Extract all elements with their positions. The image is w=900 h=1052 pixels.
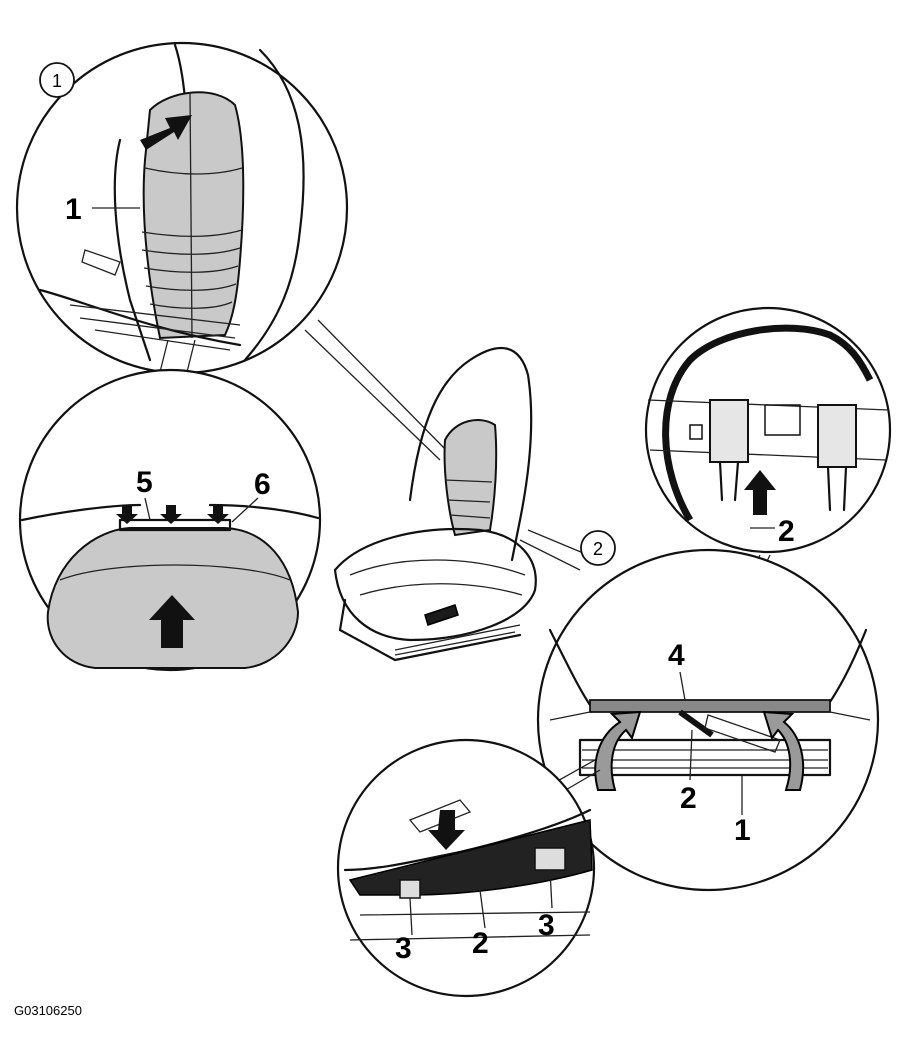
callout-5: 5 xyxy=(136,466,153,499)
detail-backrest-cushion: 1 1 xyxy=(15,41,349,375)
figure-id: G03106250 xyxy=(14,1003,82,1018)
detail-clip-fasteners: 5 6 xyxy=(18,368,322,672)
callout-2-right: 2 xyxy=(680,782,697,815)
callout-3-right: 3 xyxy=(538,909,555,942)
callout-6: 6 xyxy=(254,468,271,501)
callout-1-right: 1 xyxy=(734,814,751,847)
callout-2-bottom: 2 xyxy=(472,927,489,960)
callout-1-top-left: 1 xyxy=(65,193,82,226)
connector-backrest-to-seat xyxy=(304,319,449,461)
callout-2-top-right: 2 xyxy=(778,515,795,548)
callout-3-left: 3 xyxy=(395,932,412,965)
detail-wiring-connectors: 2 xyxy=(644,306,892,554)
step-2-label: 2 xyxy=(593,539,603,559)
step-1-label: 1 xyxy=(52,71,62,91)
detail-seat-underside: 4 2 1 2 xyxy=(536,530,880,892)
step-2-marker xyxy=(580,530,616,566)
detail-guide-rail: 3 2 3 xyxy=(336,738,596,998)
step-1-marker xyxy=(39,62,75,98)
callout-4: 4 xyxy=(668,639,685,672)
seat-assembly xyxy=(333,346,537,662)
